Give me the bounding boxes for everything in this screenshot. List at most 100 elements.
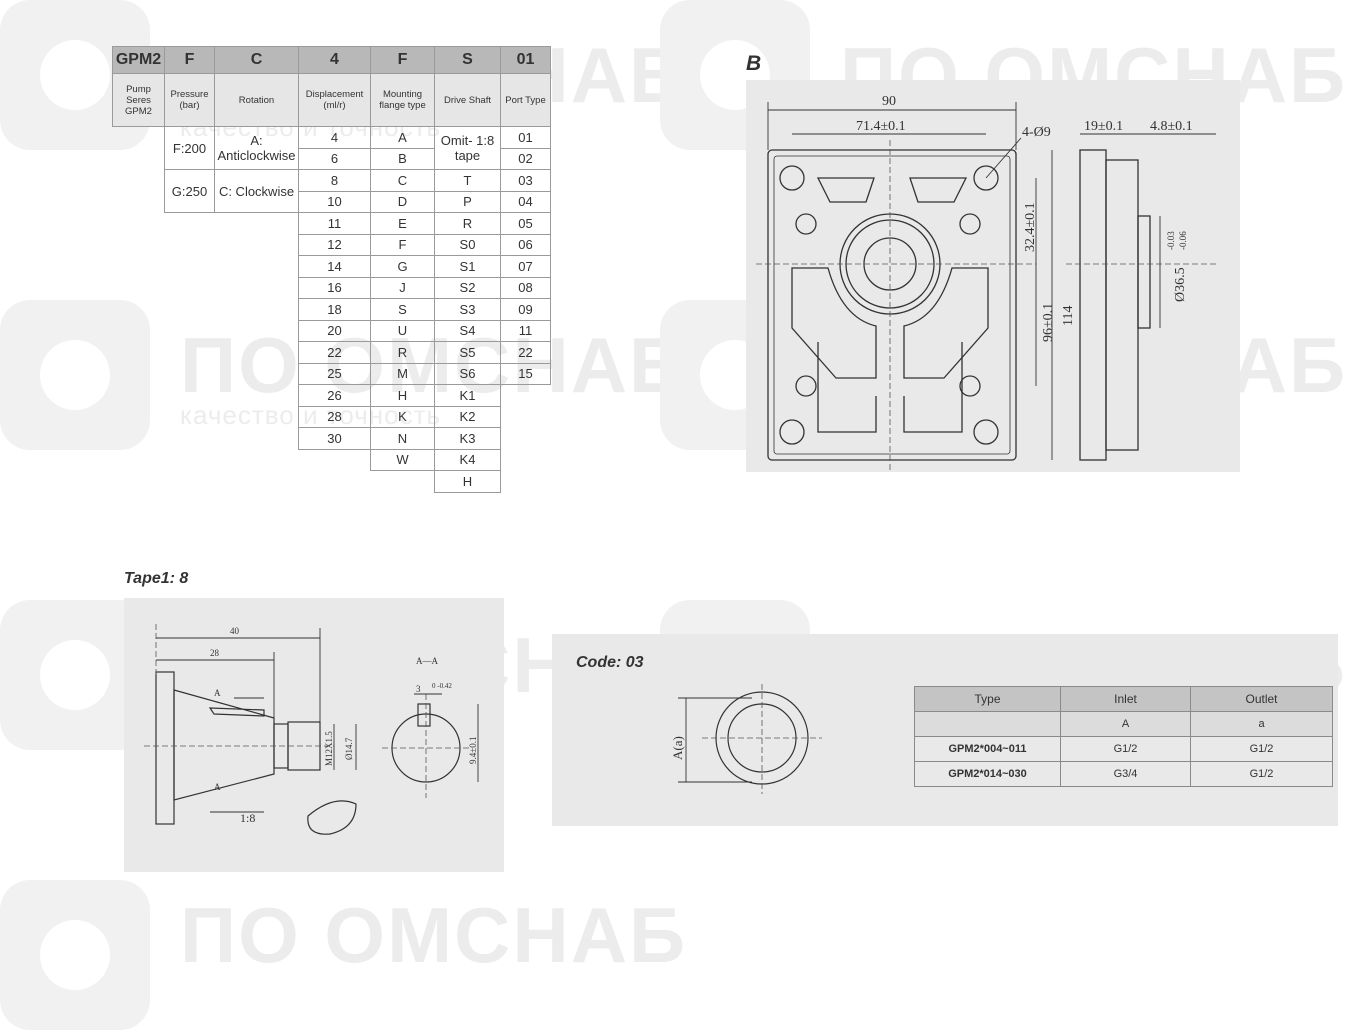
watermark-logo (0, 880, 150, 1030)
displacement-option: 11 (298, 212, 371, 235)
dim-len-taper: 28 (210, 648, 220, 658)
dim-thread: M12X1.5 (324, 731, 334, 766)
shaft-option: H (434, 470, 501, 493)
dim-holes: 4-Ø9 (1022, 125, 1051, 140)
watermark-text: ПО ОМСНАБ (180, 891, 688, 979)
dim-thickness: 19±0.1 (1084, 119, 1123, 134)
flange-drawing: 90 71.4±0.1 4-Ø9 19±0.1 4.8±0.1 32.4±0.1… (756, 94, 1216, 470)
displacement-option: 8 (298, 169, 371, 192)
dim-tol-upper: -0.03 (1166, 231, 1176, 250)
shaft-option: S6 (434, 362, 501, 385)
displacement-option: 14 (298, 255, 371, 278)
flange-option: R (370, 341, 435, 364)
flange-option: S (370, 298, 435, 321)
pressure-option: G:250 (164, 169, 215, 213)
port-outlet: G1/2 (1190, 736, 1333, 762)
shaft-option: Omit- 1:8 tape (434, 126, 501, 170)
shaft-option: R (434, 212, 501, 235)
port-section-label: Code: 03 (576, 654, 644, 671)
section-aa: A—A (416, 656, 438, 666)
port-inlet: G1/2 (1060, 736, 1191, 762)
flange-option: K (370, 405, 435, 428)
port-drawing: A(a) (670, 684, 822, 794)
port-option: 15 (500, 362, 551, 385)
code-header: F (164, 46, 215, 74)
shaft-drawing: 40 28 A A A—A 3 0 -0.42 M12X1.5 Ø14.7 9.… (144, 624, 479, 835)
dim-height: 114 (1061, 306, 1076, 326)
shaft-option: K3 (434, 427, 501, 450)
order-code-table: GPM2 F C 4 F S 01 Pump Seres GPM2 Pressu… (112, 46, 551, 493)
code-subheader: Pump Seres GPM2 (112, 73, 165, 127)
rotation-option: C: Clockwise (214, 169, 299, 213)
code-subheader: Port Type (500, 73, 551, 127)
displacement-option: 26 (298, 384, 371, 407)
displacement-option: 20 (298, 319, 371, 342)
flange-option: A (370, 126, 435, 149)
port-option: 08 (500, 276, 551, 299)
port-col-subheader: A (1060, 711, 1191, 737)
shaft-section-label: Tape1: 8 (124, 570, 189, 587)
port-option: 06 (500, 233, 551, 256)
displacement-option: 12 (298, 233, 371, 256)
flange-option: D (370, 190, 435, 213)
code-header: S (434, 46, 501, 74)
code-header: F (370, 46, 435, 74)
flange-option: N (370, 427, 435, 450)
code-header: 01 (500, 46, 551, 74)
shaft-drawing-panel: 40 28 A A A—A 3 0 -0.42 M12X1.5 Ø14.7 9.… (124, 598, 504, 872)
displacement-option: 22 (298, 341, 371, 364)
port-type: GPM2*004~011 (914, 736, 1061, 762)
dim-key-tol: 0 -0.42 (432, 682, 452, 690)
flange-option: M (370, 362, 435, 385)
dim-len-total: 40 (230, 626, 240, 636)
shaft-option: K2 (434, 405, 501, 428)
dim-spigot: 4.8±0.1 (1150, 119, 1193, 134)
dim-pilot: Ø36.5 (1173, 267, 1188, 302)
table-row: GPM2*004~011 G1/2 G1/2 (914, 736, 1333, 762)
dim-taper: 1:8 (240, 811, 255, 825)
port-option: 09 (500, 298, 551, 321)
port-option: 04 (500, 190, 551, 213)
dim-tol-lower: -0.06 (1178, 231, 1188, 250)
flange-option: B (370, 147, 435, 170)
displacement-option: 6 (298, 147, 371, 170)
displacement-option: 25 (298, 362, 371, 385)
dim-hole-pitch: 71.4±0.1 (856, 119, 906, 134)
code-subheader: Rotation (214, 73, 299, 127)
shaft-option: P (434, 190, 501, 213)
shaft-option: S4 (434, 319, 501, 342)
displacement-option: 28 (298, 405, 371, 428)
flange-option: J (370, 276, 435, 299)
shaft-option: T (434, 169, 501, 192)
shaft-option: K4 (434, 448, 501, 471)
flange-option: G (370, 255, 435, 278)
section-a-bottom: A (214, 782, 221, 792)
flange-option: F (370, 233, 435, 256)
port-option: 02 (500, 147, 551, 170)
port-option: 11 (500, 319, 551, 342)
flange-option: C (370, 169, 435, 192)
displacement-option: 16 (298, 276, 371, 299)
port-col-subheader (914, 711, 1061, 737)
displacement-option: 10 (298, 190, 371, 213)
port-type: GPM2*014~030 (914, 761, 1061, 787)
port-inlet: G3/4 (1060, 761, 1191, 787)
dim-pitch-v2: 96±0.1 (1041, 303, 1056, 342)
rotation-option: A: Anticlockwise (214, 126, 299, 170)
dim-port: A(a) (670, 736, 685, 760)
code-subheader: Displacement (ml/r) (298, 73, 371, 127)
watermark-logo (0, 300, 150, 450)
port-option: 07 (500, 255, 551, 278)
flange-option: U (370, 319, 435, 342)
dim-key-width: 3 (416, 684, 421, 694)
port-col-header: Outlet (1190, 686, 1333, 712)
shaft-option: K1 (434, 384, 501, 407)
port-table: Type Inlet Outlet A a GPM2*004~011 G1/2 … (914, 686, 1333, 787)
dim-key-depth: 9.4±0.1 (468, 737, 478, 764)
code-subheader: Mounting flange type (370, 73, 435, 127)
port-option: 01 (500, 126, 551, 149)
code-subheader: Drive Shaft (434, 73, 501, 127)
port-col-header: Inlet (1060, 686, 1191, 712)
shaft-option: S3 (434, 298, 501, 321)
dim-dia: Ø14.7 (344, 737, 354, 760)
